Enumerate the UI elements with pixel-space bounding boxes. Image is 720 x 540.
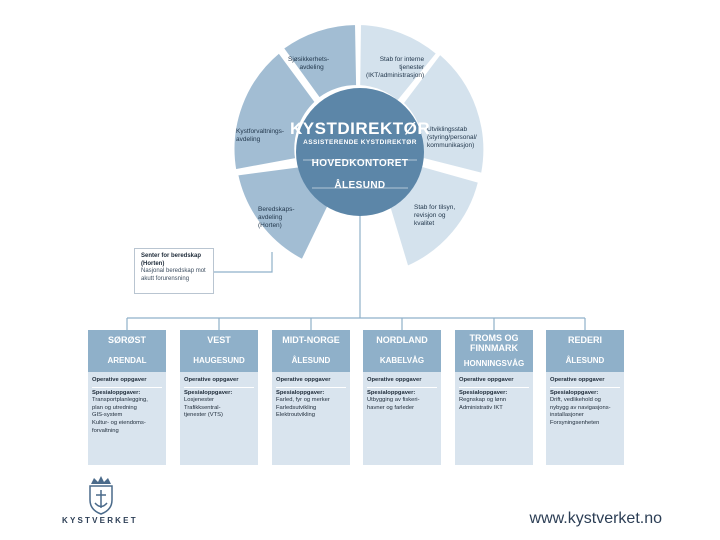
region-card-midt-norge: MIDT-NORGE ÅLESUND Operative oppgaver Sp… xyxy=(272,330,350,465)
region-task: installasjoner xyxy=(550,412,584,419)
sector-label-utviklingsstab: Utviklingsstab (styring/personal/ kommun… xyxy=(427,126,477,149)
website-link[interactable]: www.kystverket.no xyxy=(529,510,662,527)
sector-label-stab-tilsyn: Stab for tilsyn, revisjon og kvalitet xyxy=(414,204,456,227)
region-header: VEST HAUGESUND xyxy=(180,330,258,372)
region-spec-label: Spesialoppgaver: xyxy=(184,389,233,396)
side-box-subtitle-2: akutt forurensning xyxy=(141,275,190,282)
region-location: ARENDAL xyxy=(107,356,147,365)
region-header: NORDLAND KABELVÅG xyxy=(363,330,441,372)
region-name: VEST xyxy=(207,335,231,345)
region-task: Farled, fyr og merker xyxy=(276,397,330,404)
region-task: Elektroutvikling xyxy=(276,412,315,419)
region-separator xyxy=(367,386,437,388)
logo-crown-shape xyxy=(91,476,111,484)
center-hub xyxy=(296,88,424,216)
region-ops-label: Operative oppgaver xyxy=(276,377,331,383)
side-box-title: Senter for beredskap xyxy=(141,253,202,259)
center-title: KYSTDIREKTØR xyxy=(290,119,431,138)
region-card-rederi: REDERI ÅLESUND Operative oppgaver Spesia… xyxy=(546,330,624,465)
region-ops-label: Operative oppgaver xyxy=(92,377,147,383)
kystverket-logo xyxy=(89,476,113,515)
region-card-sorost: SØRØST ARENDAL Operative oppgaver Spesia… xyxy=(88,330,166,465)
region-separator xyxy=(550,386,620,388)
region-separator xyxy=(184,386,254,388)
region-separator xyxy=(276,386,346,388)
center-location: ÅLESUND xyxy=(334,180,386,191)
region-ops-label: Operative oppgaver xyxy=(459,377,514,383)
ring-sectors xyxy=(232,22,486,269)
region-spec-label: Spesialoppgaver: xyxy=(459,389,508,396)
region-card-troms-finnmark: TROMS OG FINNMARK HONNINGSVÅG Operative … xyxy=(455,330,533,465)
region-spec-label: Spesialoppgaver: xyxy=(367,389,416,396)
region-ops-label: Operative oppgaver xyxy=(550,377,605,383)
center-subtitle: ASSISTERENDE KYSTDIREKTØR xyxy=(303,139,417,146)
region-header: MIDT-NORGE ÅLESUND xyxy=(272,330,350,372)
center-office: HOVEDKONTORET xyxy=(311,158,409,169)
region-header: SØRØST ARENDAL xyxy=(88,330,166,372)
region-task: Drift, vedlikehold og xyxy=(550,397,601,404)
region-location: ÅLESUND xyxy=(291,356,331,365)
region-location: KABELVÅG xyxy=(379,356,425,365)
region-spec-label: Spesialoppgaver: xyxy=(550,389,599,396)
region-location: HAUGESUND xyxy=(193,356,245,365)
region-spec-label: Spesialoppgaver: xyxy=(92,389,141,396)
region-task: forvaltning xyxy=(92,427,119,434)
sector-label-stab-interne: Stab for interne tjenester (IKT/administ… xyxy=(366,56,425,79)
region-task: GIS-system xyxy=(92,412,123,419)
region-name: NORDLAND xyxy=(376,335,428,345)
region-spec-label: Spesialoppgaver: xyxy=(276,389,325,396)
region-task: Kultur- og eiendoms- xyxy=(92,419,146,426)
sector-sikkerhet xyxy=(281,22,359,100)
region-task: Forsyningsenheten xyxy=(550,419,600,426)
region-name-line-2: FINNMARK xyxy=(470,343,518,353)
sector-label-forvaltning: Kystforvaltnings- avdeling xyxy=(236,128,285,143)
region-name: TROMS OG xyxy=(469,333,519,343)
region-separator xyxy=(92,386,162,388)
region-card-vest: VEST HAUGESUND Operative oppgaver Spesia… xyxy=(180,330,258,465)
sector-label-sikkerhet: Sjøsikkerhets- avdeling xyxy=(288,56,330,71)
region-task: Farledsutvikling xyxy=(276,404,317,411)
region-task: Utbygging av fiskeri- xyxy=(367,397,420,404)
region-name: MIDT-NORGE xyxy=(282,335,340,345)
side-box-subtitle: Nasjonal beredskap mot xyxy=(141,268,206,274)
region-task: nybygg av navigasjons- xyxy=(550,404,611,411)
connector-lines xyxy=(126,215,586,330)
side-box-beredskap-senter: Senter for beredskap (Horten) Nasjonal b… xyxy=(134,248,214,294)
center-title-block: KYSTDIREKTØR ASSISTERENDE KYSTDIREKTØR H… xyxy=(290,120,430,192)
region-task: plan og utredning xyxy=(92,404,137,411)
region-separator xyxy=(459,386,529,388)
region-location: HONNINGSVÅG xyxy=(463,359,525,368)
region-task: Trafikksentral- xyxy=(184,404,221,411)
logo-anchor-shape xyxy=(94,490,108,508)
region-name: SØRØST xyxy=(107,335,146,345)
region-task: Losjenester xyxy=(184,397,214,404)
region-card-nordland: NORDLAND KABELVÅG Operative oppgaver Spe… xyxy=(363,330,441,465)
region-header: REDERI ÅLESUND xyxy=(546,330,624,372)
region-ops-label: Operative oppgaver xyxy=(184,377,239,383)
sector-label-beredskap: Beredskaps- avdeling (Horten) xyxy=(258,206,295,229)
logo-wordmark: KYSTVERKET xyxy=(62,516,138,525)
region-task: Regnskap og lønn xyxy=(459,397,507,404)
region-task: Transportplanlegging, xyxy=(92,397,148,404)
region-body: Operative oppgaver Spesialoppgaver: Losj… xyxy=(180,372,258,465)
region-body: Operative oppgaver Spesialoppgaver: Drif… xyxy=(546,372,624,465)
region-body: Operative oppgaver Spesialoppgaver: Utby… xyxy=(363,372,441,465)
region-task: havner og farleder xyxy=(367,404,415,411)
region-task: tjenester (VTS) xyxy=(184,412,223,419)
region-location: ÅLESUND xyxy=(565,356,605,365)
region-body: Operative oppgaver Spesialoppgaver: Farl… xyxy=(272,372,350,465)
region-body: Operative oppgaver Spesialoppgaver: Regn… xyxy=(455,372,533,465)
region-name: REDERI xyxy=(567,335,602,345)
region-task: Administrativ IKT xyxy=(459,404,503,411)
connector-side-box xyxy=(214,252,273,273)
region-body: Operative oppgaver Spesialoppgaver: Tran… xyxy=(88,372,166,465)
sector-forvaltning xyxy=(232,50,318,172)
side-box-title-2: (Horten) xyxy=(141,260,165,267)
region-header: TROMS OG FINNMARK HONNINGSVÅG xyxy=(455,330,533,372)
region-ops-label: Operative oppgaver xyxy=(367,377,422,383)
